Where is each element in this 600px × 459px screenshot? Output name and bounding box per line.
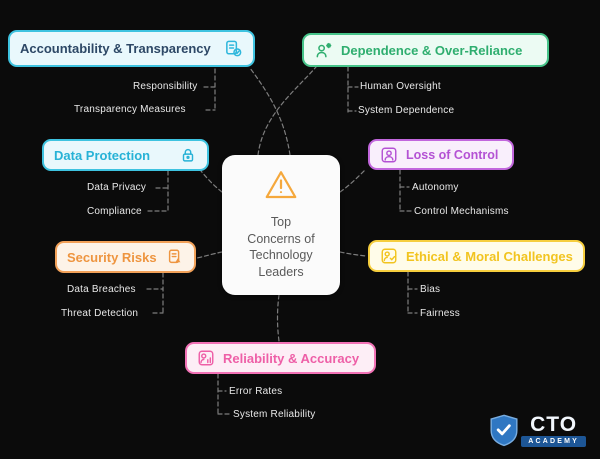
sub-item-system-reliability: System Reliability (233, 409, 316, 420)
connector-center-accountability (249, 67, 291, 156)
center-title-line: Concerns of (247, 231, 315, 246)
documents-check-icon (224, 39, 243, 58)
node-dependence-over-reliance: Dependence & Over-Reliance (302, 33, 549, 67)
cto-academy-logo: CTO ACADEMY (490, 414, 586, 447)
shield-icon (490, 414, 518, 447)
node-accountability-transparency: Accountability & Transparency (8, 30, 255, 67)
node-ethical-moral-challenges: Ethical & Moral Challenges (368, 240, 585, 272)
connector-center-security (196, 251, 223, 259)
logo-name: CTO (530, 412, 578, 436)
sub-item-transparency-measures: Transparency Measures (74, 104, 186, 115)
document-warning-icon (166, 248, 184, 266)
node-label: Dependence & Over-Reliance (341, 42, 523, 58)
node-reliability-accuracy: Reliability & Accuracy (185, 342, 376, 374)
node-label: Data Protection (54, 147, 151, 163)
warning-triangle-icon (263, 168, 299, 207)
sub-item-system-dependence: System Dependence (358, 105, 455, 116)
sub-item-data-breaches: Data Breaches (67, 284, 136, 295)
person-chart-icon (197, 349, 215, 367)
node-security-risks: Security Risks (55, 241, 196, 273)
sub-item-human-oversight: Human Oversight (360, 81, 441, 92)
center-title-line: Top (270, 215, 292, 229)
sub-item-control-mechanisms: Control Mechanisms (414, 206, 509, 217)
connector-center-reliability (276, 294, 280, 342)
logo-subtitle: ACADEMY (521, 435, 586, 447)
sub-item-fairness: Fairness (420, 308, 460, 319)
person-frame-icon (380, 146, 398, 164)
node-label: Security Risks (67, 249, 157, 265)
center-title-line: Technology (249, 248, 313, 262)
node-data-protection: Data Protection (42, 139, 209, 171)
person-gear-icon (314, 41, 333, 60)
sub-item-responsibility: Responsibility (133, 81, 198, 92)
sub-item-compliance: Compliance (87, 206, 142, 217)
node-label: Ethical & Moral Challenges (406, 248, 573, 264)
logo-text: CTO ACADEMY (521, 412, 586, 447)
connector-center-dependence (257, 66, 317, 156)
node-loss-of-control: Loss of Control (368, 139, 514, 170)
center-card: Top Concerns of Technology Leaders (222, 155, 340, 295)
sub-item-data-privacy: Data Privacy (87, 182, 147, 193)
person-check-icon (380, 247, 398, 265)
center-title: Top Concerns of Technology Leaders (247, 214, 314, 280)
sub-item-autonomy: Autonomy (412, 182, 459, 193)
node-label: Loss of Control (406, 147, 499, 162)
connector-center-loss-of-control (339, 169, 366, 193)
connector-center-ethical (339, 251, 367, 257)
node-label: Reliability & Accuracy (223, 350, 360, 366)
node-label: Accountability & Transparency (20, 41, 211, 56)
lock-icon (179, 146, 197, 164)
sub-item-error-rates: Error Rates (229, 386, 283, 397)
connector-center-data-protection (200, 170, 223, 193)
sub-item-bias: Bias (420, 284, 441, 295)
center-title-line: Leaders (258, 264, 304, 279)
sub-item-threat-detection: Threat Detection (61, 308, 139, 319)
